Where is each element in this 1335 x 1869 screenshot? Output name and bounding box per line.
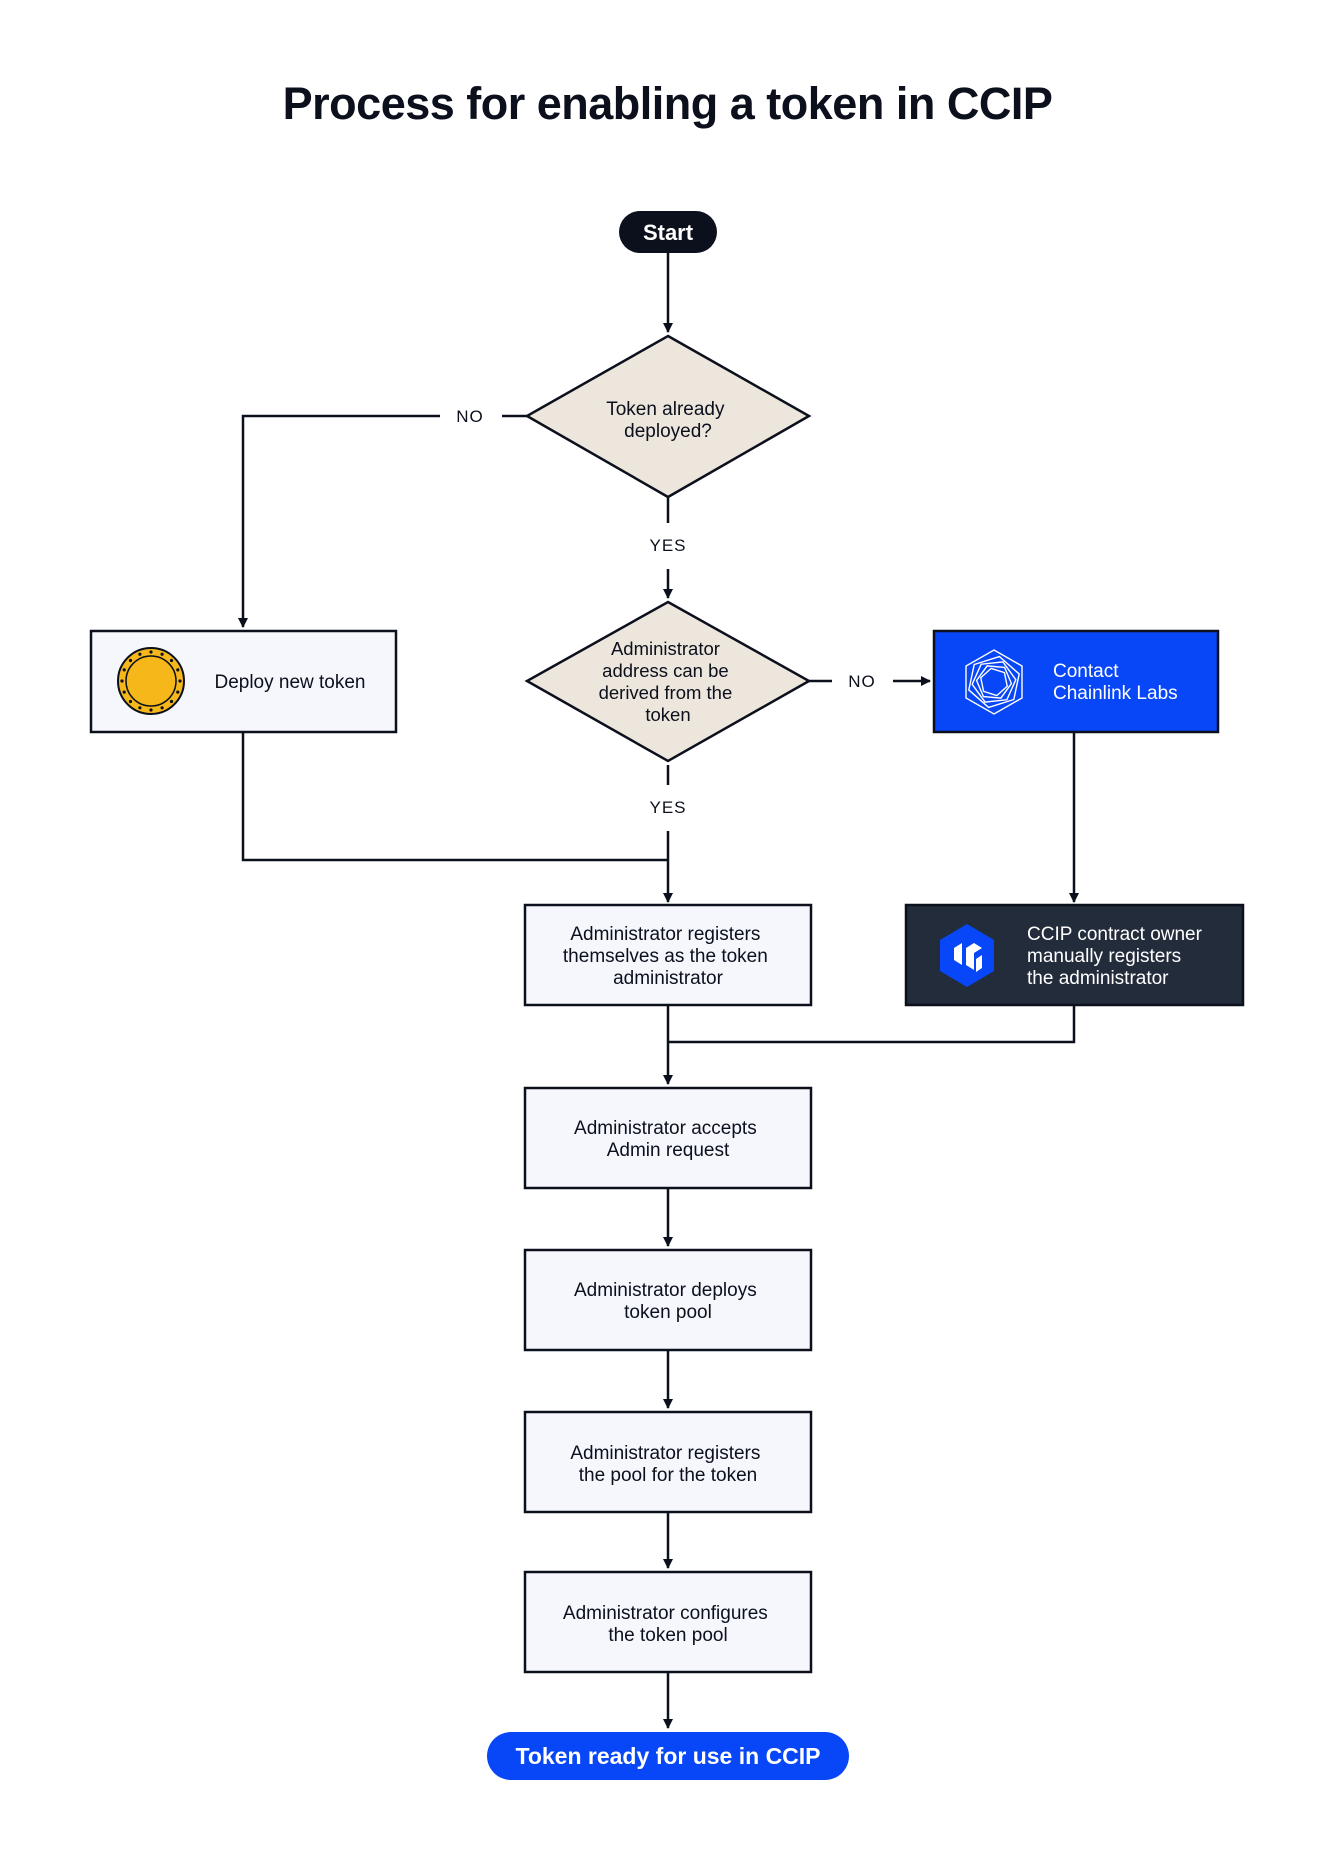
svg-text:Administrator registers: Administrator registers the pool for the… (570, 1443, 765, 1486)
edge-q1-no-to-deploy (243, 414, 527, 627)
svg-text:Administrator accepts Ad: Administrator accepts Admin request (574, 1118, 762, 1161)
coin-dot (120, 679, 124, 683)
coin-dot (169, 658, 174, 663)
page-title: Process for enabling a token in CCIP (282, 78, 1053, 129)
contact-line: Chainlink Labs (1053, 683, 1178, 704)
coin-dot (178, 679, 182, 683)
coin-dot (138, 652, 142, 656)
edge-labels: NO YES NO YES (456, 407, 876, 817)
decision-2-line: Administrator (611, 638, 720, 659)
contact-line: Contact (1053, 661, 1119, 682)
start-node: Start (619, 211, 717, 253)
accepts-line: Administrator accepts (574, 1118, 757, 1139)
deploys-pool-line: token pool (624, 1302, 712, 1323)
svg-text:Token already deployed?: Token already deployed? (606, 399, 730, 442)
coin-dot (176, 668, 180, 672)
deploys-pool-line: Administrator deploys (574, 1280, 757, 1301)
accepts-line: Admin request (607, 1140, 730, 1161)
svg-text:Administrator address ca: Administrator address can be derived fro… (599, 638, 738, 725)
ccip-owner-line: the administrator (1027, 968, 1169, 989)
registers-pool-line: the pool for the token (579, 1465, 758, 1486)
coin-icon (117, 647, 185, 715)
edge-deploy-to-register-self (241, 732, 668, 862)
svg-text:CCIP contract owner manu: CCIP contract owner manually registers t… (1027, 924, 1207, 989)
connectors (241, 253, 1079, 1729)
edge-label-no-1: NO (456, 407, 484, 426)
configures-pool-line: Administrator configures (563, 1603, 768, 1624)
svg-text:Administrator deploys to: Administrator deploys token pool (574, 1280, 762, 1323)
coin-dot (128, 658, 133, 663)
decision-2-line: derived from the (599, 682, 733, 703)
decision-admin-derived: Administrator address can be derived fro… (524, 600, 812, 763)
decision-1-line: deployed? (624, 421, 712, 442)
ccip-owner-line: CCIP contract owner (1027, 924, 1203, 945)
register-self-line: administrator (613, 968, 723, 989)
coin-dot (122, 690, 126, 694)
register-self-line: Administrator registers (570, 924, 760, 945)
coin-dot (138, 706, 142, 710)
decision-2-line: address can be (602, 660, 729, 681)
box-admin-registers-pool: Administrator registers the pool for the… (523, 1410, 813, 1514)
edge-label-no-2: NO (848, 672, 876, 691)
box-contact-chainlink-labs: Contact Chainlink Labs (932, 629, 1220, 734)
edge-ccip-owner-to-accepts (668, 1005, 1076, 1044)
svg-text:Administrator configures: Administrator configures the token pool (563, 1603, 773, 1646)
edge-label-yes-1: YES (649, 536, 686, 555)
coin-dot (160, 652, 164, 656)
box-ccip-owner-registers: CCIP contract owner manually registers t… (904, 903, 1245, 1007)
end-node: Token ready for use in CCIP (487, 1732, 849, 1780)
coin-dot (149, 708, 153, 712)
decision-1-line: Token already (606, 399, 725, 420)
register-self-line: themselves as the token (563, 946, 768, 967)
coin-dot (160, 706, 164, 710)
box-admin-accepts: Administrator accepts Admin request (523, 1086, 813, 1190)
ccip-logo-icon (940, 924, 994, 987)
coin-dot (169, 699, 174, 704)
coin-dot (176, 690, 180, 694)
end-label: Token ready for use in CCIP (515, 1743, 820, 1769)
coin-dot (128, 699, 133, 704)
deploy-new-token-label: Deploy new token (214, 672, 365, 693)
svg-text:Administrator registers: Administrator registers themselves as th… (563, 924, 773, 989)
svg-text:Contact Chainlink Labs: Contact Chainlink Labs (1053, 661, 1178, 704)
box-admin-configures-pool: Administrator configures the token pool (523, 1570, 813, 1674)
box-deploy-new-token: Deploy new token (89, 629, 398, 734)
decision-token-already-deployed: Token already deployed? (524, 334, 812, 499)
edge-label-yes-2: YES (649, 798, 686, 817)
configures-pool-line: the token pool (608, 1625, 727, 1646)
registers-pool-line: Administrator registers (570, 1443, 760, 1464)
coin-dot (149, 650, 153, 654)
coin-dot (122, 668, 126, 672)
ccip-owner-line: manually registers (1027, 946, 1181, 967)
decision-2-line: token (645, 704, 690, 725)
chainlink-hexagon-icon (965, 649, 1023, 715)
box-admin-deploys-pool: Administrator deploys token pool (523, 1248, 813, 1352)
start-label: Start (643, 220, 694, 245)
box-admin-registers-self: Administrator registers themselves as th… (523, 903, 813, 1007)
